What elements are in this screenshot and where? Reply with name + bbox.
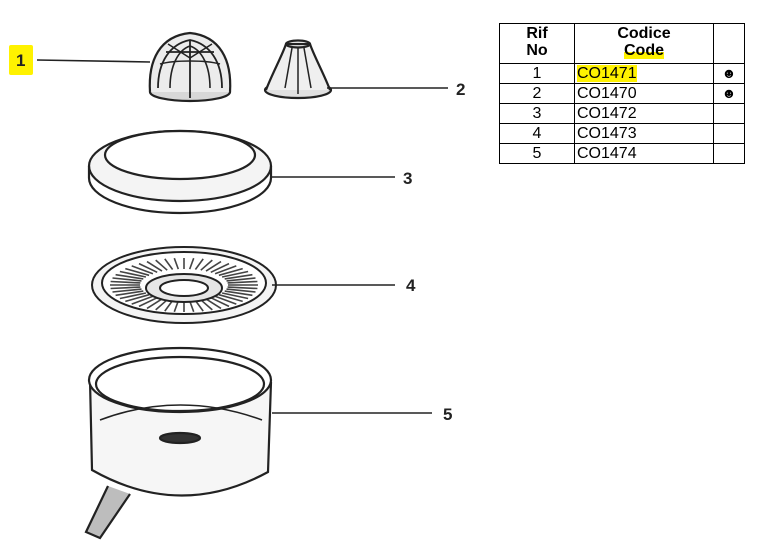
row-rif: 4 [499,123,575,144]
callout-1: 1 [16,51,25,70]
filter-slot [200,299,213,311]
part-4-filter-disc[interactable] [91,246,277,324]
header-code-line1: Codice [617,25,671,42]
filter-slot [155,299,168,311]
filter-slot [112,288,142,293]
filter-slot [210,296,230,308]
filter-slot [200,259,213,271]
filter-slot [164,258,174,270]
callout-4: 4 [406,276,416,295]
table-header-row: Rif No Codice Code [499,23,745,64]
header-code: Codice Code [574,23,714,64]
filter-slot [224,290,253,297]
filter-slot [226,277,256,282]
table-row[interactable]: 4 CO1473 [499,123,745,144]
part-5-bowl[interactable] [84,346,273,540]
row-rif: 5 [499,143,575,164]
row-mark [713,103,745,124]
filter-slot [110,286,141,290]
filter-slot [221,270,249,278]
row-mark [713,123,745,144]
filter-slot [221,292,249,300]
row-mark [713,143,745,164]
header-mark [713,23,745,64]
header-rif-line1: Rif [526,25,548,42]
filter-slot [125,293,150,303]
filter-slot [138,296,158,308]
filter-slot [164,300,174,312]
filter-slot [115,290,144,297]
callout-1-highlight [9,45,33,75]
part-1-large-cone[interactable] [148,31,232,103]
row-code: CO1473 [574,123,714,144]
callouts: 1 2 3 4 5 [9,45,465,424]
filter-slot [194,300,204,312]
row-rif: 2 [499,83,575,104]
row-code: CO1474 [574,143,714,164]
filter-slot [125,267,150,277]
filter-slot [155,259,168,271]
table-row[interactable]: 3 CO1472 [499,103,745,124]
row-rif: 3 [499,103,575,124]
filter-slot [194,258,204,270]
row-code: CO1470 [574,83,714,104]
filter-slot [205,298,222,310]
header-rif: Rif No [499,23,575,64]
table-row[interactable]: 5 CO1474 [499,143,745,164]
filter-slot [218,267,243,277]
filter-slot [227,286,258,290]
filter-slot [115,273,144,280]
filter-slot [131,265,154,275]
table-row[interactable]: 2 CO1470 ☻ [499,83,745,104]
leader-lines [36,59,448,414]
filter-slot [188,257,195,270]
table-row[interactable]: 1 CO1471 ☻ [499,63,745,84]
row-code-highlighted: CO1471 [577,65,637,82]
smiley-icon: ☻ [713,83,745,104]
filter-slot [110,280,141,284]
row-code: CO1471 [574,63,714,84]
filter-slot [119,270,147,278]
filter-slot [205,260,222,272]
filter-slot [138,262,158,274]
filter-slot [210,262,230,274]
smiley-icon: ☻ [713,63,745,84]
part-2-small-cone[interactable] [263,39,333,100]
filter-slot [218,293,243,303]
row-rif: 1 [499,63,575,84]
row-code: CO1472 [574,103,714,124]
filter-slot [146,260,163,272]
header-code-line2: Code [624,42,664,59]
filter-slot [119,292,147,300]
callout-3: 3 [403,169,412,188]
filter-slot [226,288,256,293]
filter-slot [146,298,163,310]
filter-slot [112,277,142,282]
callout-2: 2 [456,80,465,99]
filter-slot [214,295,237,305]
parts-table: Rif No Codice Code 1 CO1471 ☻ 2 CO1470 ☻… [499,23,745,164]
part-3-ring[interactable] [87,129,273,215]
callout-5: 5 [443,405,452,424]
filter-slot [173,257,180,270]
filter-slot [224,273,253,280]
filter-slot [214,265,237,275]
filter-slot [227,280,258,284]
filter-slot [131,295,154,305]
header-rif-line2: No [526,42,548,59]
